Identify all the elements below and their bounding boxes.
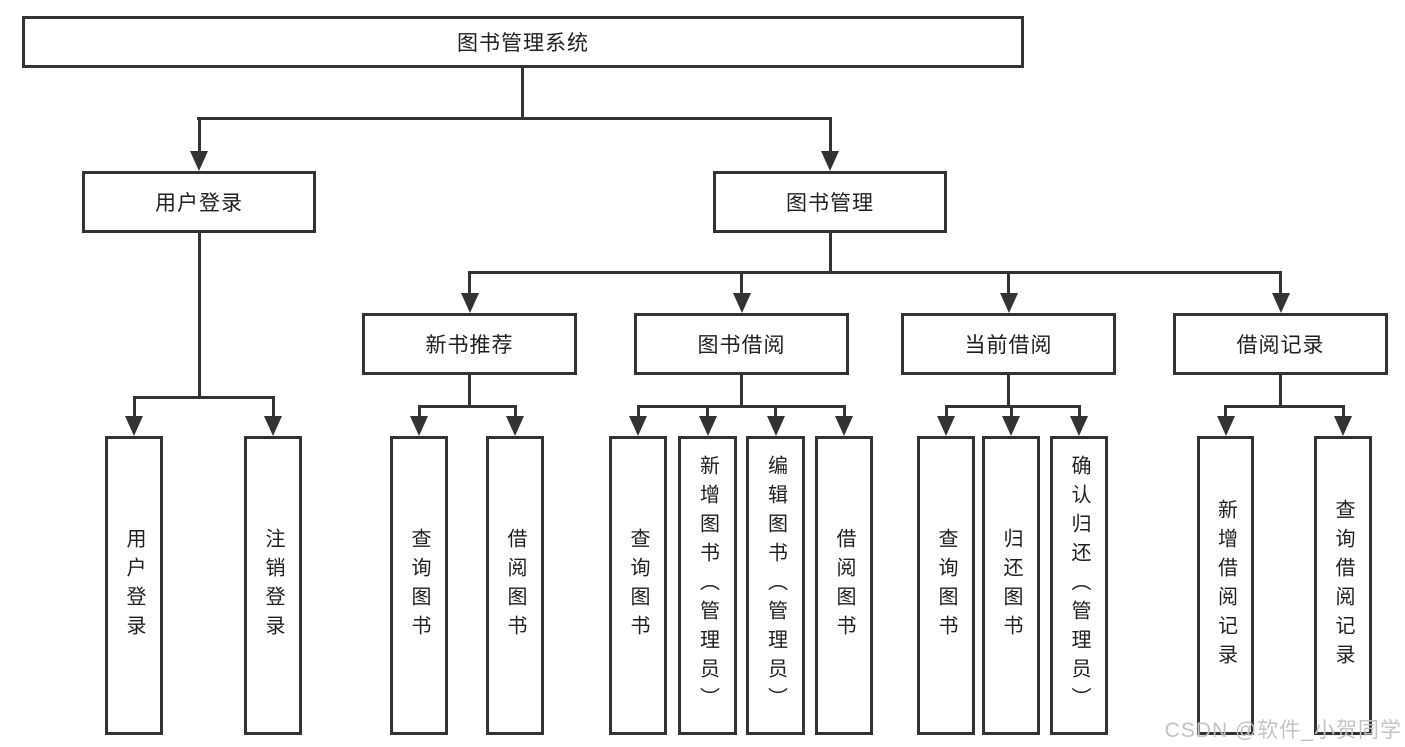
leaf-label: 借阅图书: [504, 527, 526, 644]
connector: [945, 405, 948, 420]
connector: [1007, 271, 1010, 295]
node-borrow-records: 借阅记录: [1173, 313, 1388, 375]
node-book-management: 图书管理: [713, 171, 947, 233]
arrowhead-down-icon: [461, 293, 479, 313]
connector: [1078, 405, 1081, 420]
connector: [706, 405, 709, 420]
leaf-borrow-books: 借阅图书: [815, 436, 873, 735]
arrowhead-down-icon: [410, 416, 428, 436]
connector: [418, 405, 421, 420]
leaf-label: 注销登录: [262, 527, 284, 644]
leaf-label: 查询图书: [627, 527, 649, 644]
leaf-label: 查询借阅记录: [1332, 498, 1354, 673]
connector: [829, 233, 832, 274]
arrowhead-down-icon: [835, 416, 853, 436]
arrowhead-down-icon: [767, 416, 785, 436]
arrowhead-down-icon: [699, 416, 717, 436]
leaf-edit-books-admin: 编辑图书（管理员）: [746, 436, 805, 735]
connector: [1224, 405, 1345, 408]
connector: [1279, 271, 1282, 295]
node-current-borrow: 当前借阅: [901, 313, 1116, 375]
arrowhead-down-icon: [821, 151, 839, 171]
arrowhead-down-icon: [125, 416, 143, 436]
connector: [468, 271, 1282, 274]
arrowhead-down-icon: [1272, 293, 1290, 313]
leaf-label: 查询图书: [408, 527, 430, 644]
leaf-query-books: 查询图书: [609, 436, 667, 735]
arrowhead-down-icon: [733, 293, 751, 313]
node-user-login: 用户登录: [82, 171, 316, 233]
connector: [133, 396, 275, 399]
connector: [197, 117, 832, 120]
arrowhead-down-icon: [1334, 416, 1352, 436]
leaf-label: 借阅图书: [833, 527, 855, 644]
leaf-add-books-admin: 新增图书（管理员）: [678, 436, 737, 735]
leaf-query-borrow-record: 查询借阅记录: [1314, 436, 1372, 735]
leaf-label: 用户登录: [123, 527, 145, 644]
connector: [1224, 405, 1227, 420]
connector: [1342, 405, 1345, 420]
leaf-user-login: 用户登录: [105, 436, 163, 735]
connector: [521, 68, 524, 119]
leaf-query-books: 查询图书: [390, 436, 448, 735]
arrowhead-down-icon: [1070, 416, 1088, 436]
leaf-label: 确认归还（管理员）: [1068, 455, 1090, 716]
node-book-borrow: 图书借阅: [634, 313, 849, 375]
connector: [637, 405, 640, 420]
connector: [774, 405, 777, 420]
leaf-label: 归还图书: [1000, 527, 1022, 644]
leaf-confirm-return-admin: 确认归还（管理员）: [1050, 436, 1108, 735]
arrowhead-down-icon: [1217, 416, 1235, 436]
arrowhead-down-icon: [937, 416, 955, 436]
node-library-system: 图书管理系统: [22, 16, 1024, 68]
watermark: CSDN @软件_小贺同学: [1164, 719, 1402, 742]
leaf-return-books: 归还图书: [982, 436, 1040, 735]
connector: [198, 117, 201, 153]
arrowhead-down-icon: [1002, 416, 1020, 436]
leaf-borrow-books: 借阅图书: [486, 436, 544, 735]
arrowhead-down-icon: [190, 151, 208, 171]
leaf-logout: 注销登录: [244, 436, 302, 735]
arrowhead-down-icon: [1000, 293, 1018, 313]
connector: [843, 405, 846, 420]
arrowhead-down-icon: [506, 416, 524, 436]
leaf-label: 查询图书: [935, 527, 957, 644]
node-new-book-recommend: 新书推荐: [362, 313, 577, 375]
leaf-label: 编辑图书（管理员）: [764, 455, 787, 716]
connector: [740, 375, 743, 408]
arrowhead-down-icon: [629, 416, 647, 436]
connector: [468, 271, 471, 295]
leaf-add-borrow-record: 新增借阅记录: [1197, 436, 1254, 735]
connector: [945, 405, 1081, 408]
arrowhead-down-icon: [264, 416, 282, 436]
connector: [272, 396, 275, 420]
connector: [1007, 375, 1010, 408]
connector: [514, 405, 517, 420]
connector: [740, 271, 743, 295]
connector: [468, 375, 471, 408]
leaf-label: 新增图书（管理员）: [696, 455, 719, 716]
connector: [829, 117, 832, 153]
connector: [198, 233, 201, 399]
leaf-label: 新增借阅记录: [1214, 498, 1237, 673]
connector: [418, 405, 517, 408]
connector: [1279, 375, 1282, 408]
connector: [133, 396, 136, 420]
connector: [637, 405, 846, 408]
connector: [1010, 405, 1013, 420]
leaf-query-books: 查询图书: [917, 436, 975, 735]
